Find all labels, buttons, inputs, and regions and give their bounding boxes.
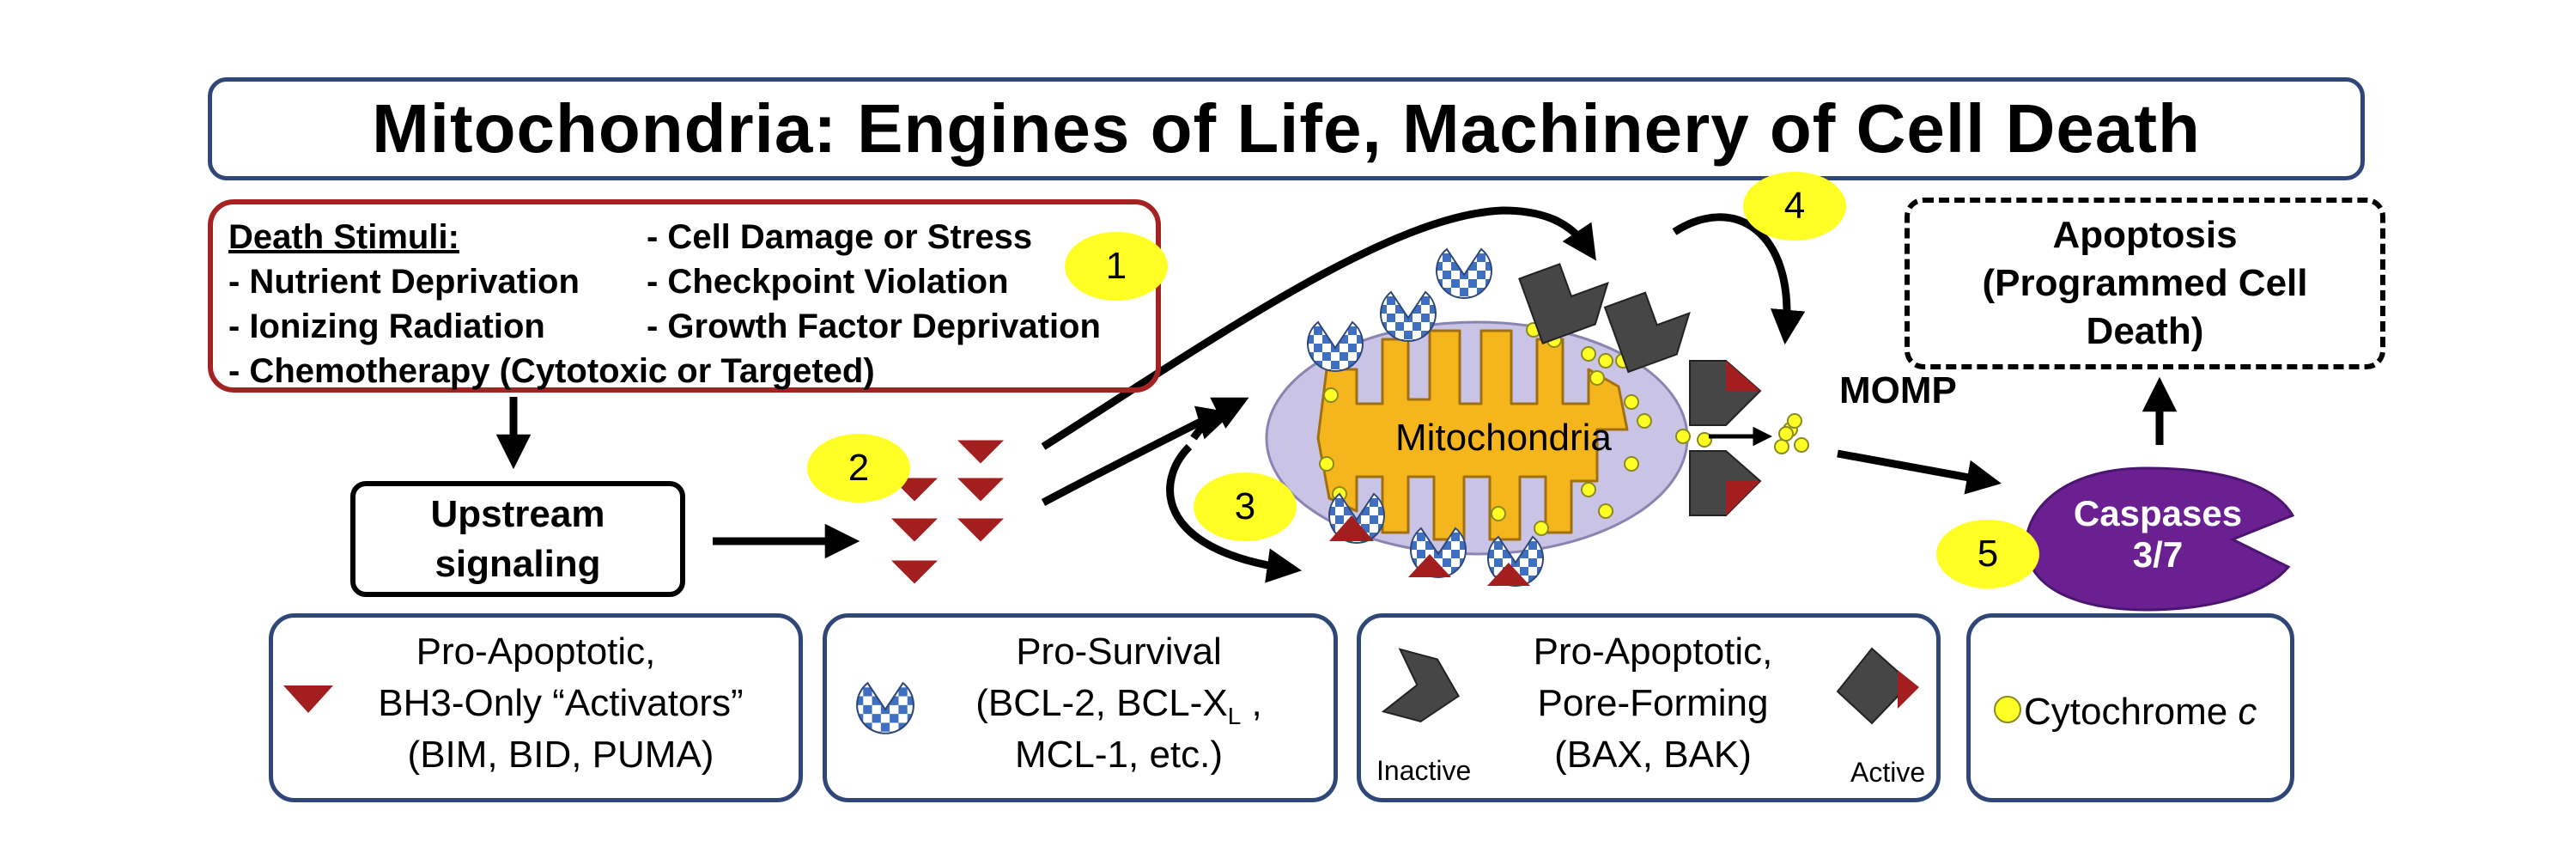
legend-survival-line3: MCL-1, etc.) [1014, 734, 1224, 776]
legend-survival-line2-main: (BCL-2, BCL-X [975, 682, 1228, 724]
mitochondria-label: Mitochondria [1395, 417, 1612, 459]
apoptosis-line2: (Programmed Cell [1982, 262, 2308, 304]
step-number-3: 3 [1194, 472, 1297, 541]
legend-active-label: Active [1850, 757, 1926, 788]
legend-bh3-box: Pro-Apoptotic, BH3-Only “Activators” (BI… [269, 613, 803, 802]
legend-pore-line3: (BAX, BAK) [1554, 734, 1752, 776]
caspase-pacman-icon: Caspases 3/7 [2025, 466, 2295, 612]
stimulus-item: - Checkpoint Violation [647, 263, 1009, 301]
legend-inactive-bax-icon [1381, 648, 1460, 723]
step-number-2: 2 [807, 434, 910, 503]
apoptosis-box: Apoptosis (Programmed Cell Death) [1905, 198, 2385, 369]
step-number-1: 1 [1065, 232, 1168, 301]
death-stimuli-box: Death Stimuli: - Nutrient Deprivation - … [208, 199, 1161, 393]
active-bax-pores [1689, 360, 1772, 516]
page-title: Mitochondria: Engines of Life, Machinery… [372, 90, 2201, 167]
upstream-signaling-box: Upstream signaling [350, 481, 685, 597]
title-banner: Mitochondria: Engines of Life, Machinery… [208, 77, 2365, 180]
legend-survival-line2-end: , [1241, 682, 1262, 724]
legend-inactive-label: Inactive [1376, 755, 1472, 786]
step3-curved-arrow-icon [1166, 405, 1303, 583]
stimulus-item: - Chemotherapy (Cytotoxic or Targeted) [228, 352, 875, 390]
stimulus-item: - Ionizing Radiation [228, 308, 545, 345]
apoptosis-line1: Apoptosis [2052, 214, 2238, 256]
legend-cytochrome-box: Cytochrome c [1966, 613, 2294, 802]
legend-pore-line1: Pro-Apoptotic, [1533, 631, 1773, 673]
legend-bh3-line3: (BIM, BID, PUMA) [407, 734, 714, 776]
stimulus-item: - Cell Damage or Stress [647, 218, 1033, 256]
legend-survival-line2: (BCL-2, BCL-XL , [913, 678, 1325, 742]
legend-survival-line2-sub: L [1227, 702, 1242, 729]
legend-cytochrome-text: Cytochrome [2024, 691, 2239, 733]
caspases-label-line2: 3/7 [2133, 534, 2183, 575]
stimulus-item: - Nutrient Deprivation [228, 263, 580, 301]
step-number-5: 5 [1936, 520, 2039, 588]
momp-label: MOMP [1839, 369, 1957, 411]
legend-cytochrome-label: Cytochrome c [2024, 686, 2257, 738]
legend-pore-line2: Pore-Forming [1537, 682, 1769, 724]
bound-bh3-triangles [1329, 515, 1530, 586]
legend-active-bax-icon [1836, 647, 1919, 725]
step4-curved-arrow-icon [1672, 213, 1806, 345]
upstream-line1: Upstream [430, 492, 605, 535]
legend-cytochrome-c-dot-icon [1994, 696, 2021, 723]
legend-cytochrome-italic: c [2238, 691, 2257, 733]
inactive-bax-cluster [1518, 263, 1691, 374]
legend-pro-survival-box: Pro-Survival (BCL-2, BCL-XL , MCL-1, etc… [823, 613, 1338, 802]
legend-bh3-line2: BH3-Only “Activators” [378, 682, 744, 724]
stimulus-item: - Growth Factor Deprivation [647, 308, 1101, 345]
legend-pore-forming-box: Pro-Apoptotic, Pore-Forming (BAX, BAK) I… [1357, 613, 1941, 802]
step-number-4: 4 [1743, 172, 1846, 241]
cytochrome-c-dots [1319, 322, 1809, 536]
legend-survival-line1: Pro-Survival [1016, 631, 1222, 673]
apoptosis-line3: Death) [2086, 310, 2204, 352]
momp-right-arrow-icon [1837, 449, 2002, 495]
caspases-label-line1: Caspases [2074, 493, 2242, 533]
legend-bh3-line1: Pro-Apoptotic, [416, 631, 656, 673]
upstream-line2: signaling [434, 542, 601, 585]
death-stimuli-heading: Death Stimuli: [228, 218, 459, 256]
legend-bh3-triangle-icon [283, 685, 333, 713]
